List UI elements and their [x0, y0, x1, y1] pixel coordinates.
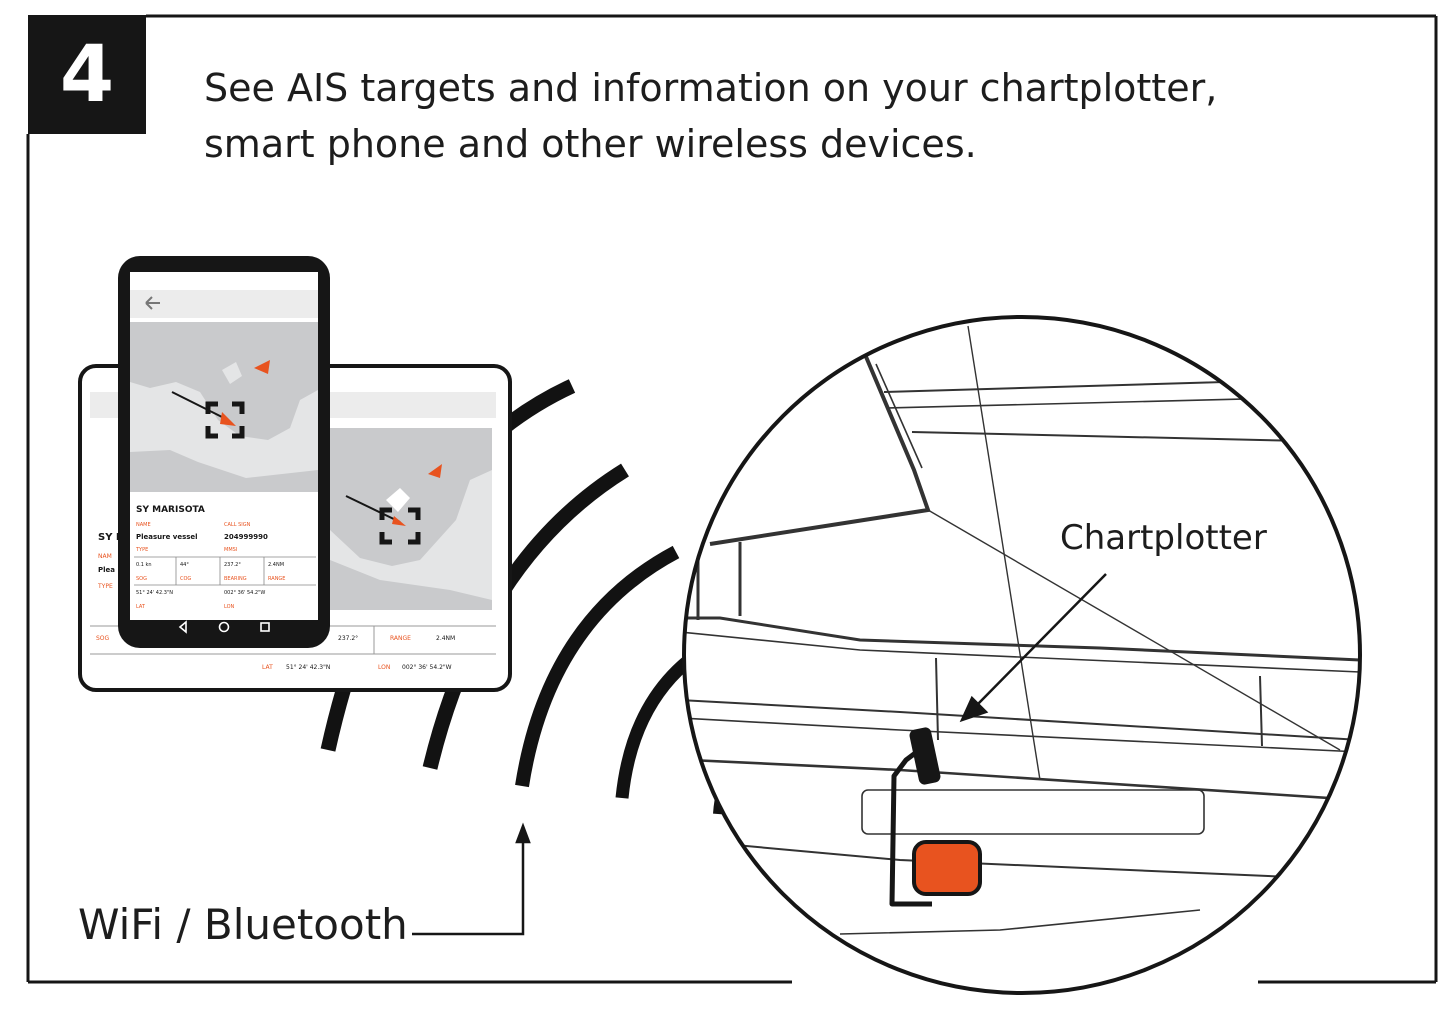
phone-vessel-target-icon: [254, 360, 270, 374]
wireless-label: WiFi / Bluetooth: [78, 900, 408, 949]
tablet-vessel-target-icon: [428, 464, 442, 478]
phone-device: SY MARISOTA NAME CALL SIGN Pleasure vess…: [118, 256, 330, 648]
tablet-range-label: RANGE: [390, 635, 411, 642]
headline-line-1: See AIS targets and information on your …: [204, 66, 1218, 110]
phone-lat-value: 51° 24' 42.3"N: [136, 590, 173, 596]
phone-nav-home-icon[interactable]: [218, 621, 230, 633]
tablet-map-land: [330, 428, 492, 610]
phone-vessel-name: SY MARISOTA: [136, 505, 205, 515]
ais-device: [889, 727, 982, 907]
tablet-type-label: TYPE: [97, 583, 113, 590]
tablet-vessel-name: SY M: [98, 532, 126, 543]
chartplotter-label: Chartplotter: [1060, 518, 1267, 558]
phone-mmsi-label: MMSI: [224, 547, 237, 553]
headline: See AIS targets and information on your …: [204, 60, 1304, 172]
frame: [26, 14, 1438, 984]
phone-bearing-label: BEARING: [224, 576, 247, 582]
phone-nav-recent-icon[interactable]: [260, 622, 270, 632]
tablet-bearing-value: 237.2°: [338, 635, 358, 642]
phone-cog-label: COG: [180, 576, 191, 582]
phone-sog-label: SOG: [136, 576, 147, 582]
tablet-lon-label: LON: [378, 664, 390, 671]
signal-arc-3: [515, 545, 680, 788]
phone-target-bracket-icon: [205, 401, 245, 439]
phone-back-arrow-icon[interactable]: [145, 296, 160, 310]
phone-cog-value: 44°: [180, 562, 189, 568]
phone-name-value: Pleasure vessel: [136, 533, 198, 541]
tablet-lat-label: LAT: [262, 664, 273, 671]
phone-bearing-value: 237.2°: [224, 562, 241, 568]
step-number-badge: 4: [28, 15, 146, 134]
phone-lon-value: 002° 36' 54.2"W: [224, 590, 265, 596]
phone-range-value: 2.4NM: [268, 562, 284, 568]
phone-nav-bar: [178, 620, 270, 634]
tablet-name-label: NAM: [98, 553, 112, 560]
phone-lon-label: LON: [224, 604, 235, 610]
wireless-label-pointer: [412, 822, 531, 936]
phone-lat-label: LAT: [136, 604, 146, 610]
ais-transponder-unit: [912, 840, 982, 896]
tablet-sog-label: SOG: [96, 635, 110, 642]
phone-type-label: TYPE: [135, 547, 148, 553]
phone-sog-value: 0.1 kn: [136, 562, 152, 568]
phone-nav-back-icon[interactable]: [178, 620, 187, 634]
tablet-range-value: 2.4NM: [436, 635, 455, 642]
tablet-target-bracket-icon: [379, 507, 421, 545]
phone-callsign-label: CALL SIGN: [224, 522, 251, 528]
phone-callsign-value: 204999990: [224, 533, 268, 541]
phone-range-label: RANGE: [268, 576, 285, 582]
tablet-lat-value: 51° 24' 42.3"N: [286, 664, 330, 671]
cockpit-detail-circle: [682, 315, 1362, 995]
tablet-name-value: Plea: [98, 566, 115, 574]
tablet-lon-value: 002° 36' 54.2"W: [402, 664, 452, 671]
headline-line-2: smart phone and other wireless devices.: [204, 122, 977, 166]
phone-name-label: NAME: [136, 522, 151, 528]
phone-map-land: [130, 322, 318, 492]
chartplotter-pointer: [959, 573, 1107, 723]
